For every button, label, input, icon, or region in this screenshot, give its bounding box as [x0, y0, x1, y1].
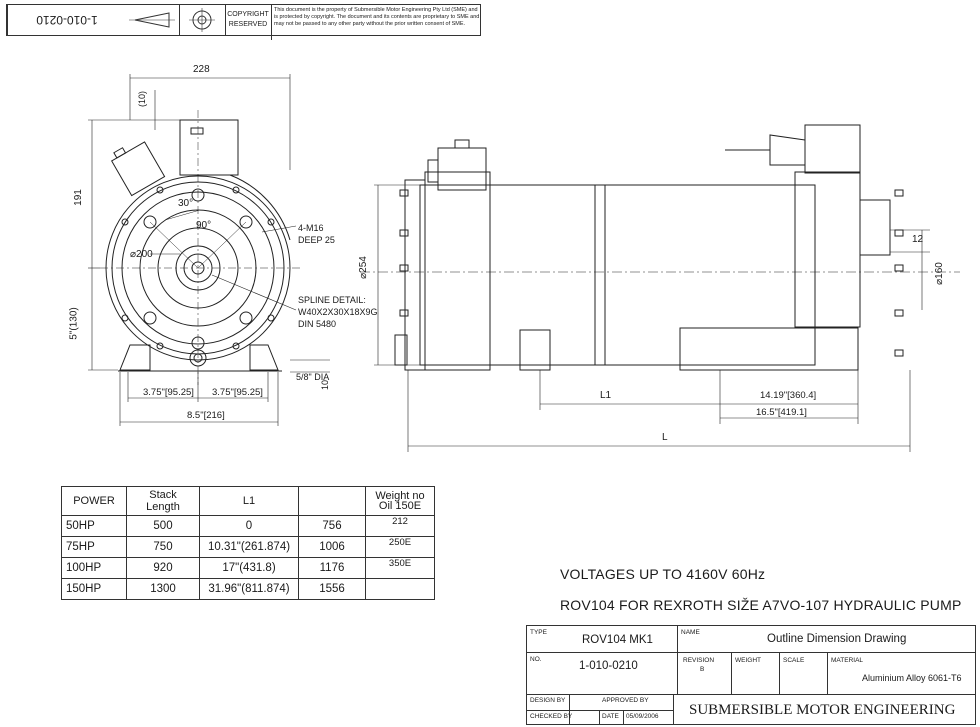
dim-base-width: 8.5"[216]	[187, 410, 225, 421]
cell: 1176	[298, 557, 366, 579]
table-header-row: POWER Stack Length L1 Weight no Oil 150E	[61, 486, 435, 516]
col-power: POWER	[61, 486, 127, 516]
spline-line-3: DIN 5480	[298, 319, 337, 329]
dim-90-deg: 90°	[196, 220, 212, 231]
cell: 150HP	[61, 578, 127, 600]
power-table: POWER Stack Length L1 Weight no Oil 150E…	[61, 486, 435, 600]
name-value: Outline Dimension Drawing	[767, 633, 907, 645]
design-by-label: DESIGN BY	[530, 697, 566, 704]
dim-30-deg: 30°	[178, 198, 194, 209]
title-block: TYPE ROV104 MK1 NAME Outline Dimension D…	[526, 625, 976, 725]
table-row: 50HP 500 0 756 212	[61, 515, 435, 537]
projection-circle-icon	[179, 5, 226, 35]
date-value: 05/09/2006	[626, 713, 659, 720]
no-value: 1-010-0210	[579, 660, 638, 672]
checked-by-label: CHECKED BY	[530, 713, 573, 720]
dim-half-right: 3.75"[95.25]	[212, 387, 263, 398]
copyright-notice: This document is the property of Submers…	[274, 7, 480, 27]
type-label: TYPE	[530, 629, 547, 636]
dim-12: 12	[912, 234, 924, 245]
cell: 350E	[365, 557, 435, 579]
name-label: NAME	[681, 629, 700, 636]
dim-419: 16.5"[419.1]	[756, 407, 807, 418]
table-row: 100HP 920 17"(431.8) 1176 350E	[61, 557, 435, 579]
cell: 50HP	[61, 515, 127, 537]
col-stack-length: Stack Length	[126, 486, 200, 516]
cell: 1006	[298, 536, 366, 558]
table-row: 75HP 750 10.31"(261.874) 1006 250E	[61, 536, 435, 558]
table-row: 150HP 1300 31.96"(811.874) 1556	[61, 578, 435, 600]
bolt-spec: 4-M16 DEEP 25	[298, 222, 335, 246]
type-value: ROV104 MK1	[582, 634, 653, 646]
dim-dia-160: ⌀160	[933, 262, 945, 285]
dim-360: 14.19"[360.4]	[760, 390, 817, 401]
dim-dia-254: ⌀254	[357, 256, 369, 279]
cell	[365, 578, 435, 600]
header-strip: 1-010-0210 COPYRIGHT RESERVED This docum…	[6, 4, 481, 40]
cell: 17"(431.8)	[199, 557, 299, 579]
scale-label: SCALE	[783, 657, 805, 664]
spline-line-1: SPLINE DETAIL:	[298, 295, 366, 305]
cell: 920	[126, 557, 200, 579]
col-weight: Weight no Oil 150E	[365, 486, 435, 516]
cell: 500	[126, 515, 200, 537]
pin-dia: 5/8" DIA	[296, 372, 330, 382]
cell: 100HP	[61, 557, 127, 579]
date-label: DATE	[602, 713, 619, 720]
dim-l: L	[662, 432, 668, 443]
revision-label: REVISION	[683, 657, 715, 664]
cell: 212	[365, 515, 435, 537]
dim-dia-200: ⌀200	[130, 249, 153, 260]
cell: 250E	[365, 536, 435, 558]
projection-cone-icon	[125, 5, 180, 35]
col-l1: L1	[199, 486, 299, 516]
material-label: MATERIAL	[831, 657, 864, 664]
cell: 1556	[298, 578, 366, 600]
cell: 0	[199, 515, 299, 537]
cell: 75HP	[61, 536, 127, 558]
pump-note: ROV104 FOR REXROTH SIŽE A7VO-107 HYDRAUL…	[560, 597, 962, 613]
cell: 1300	[126, 578, 200, 600]
cell: 31.96"(811.874)	[199, 578, 299, 600]
revision-value: B	[700, 666, 705, 673]
company-name: SUBMERSIBLE MOTOR ENGINEERING	[689, 702, 956, 718]
weight-label: WEIGHT	[735, 657, 761, 664]
dim-228: 228	[193, 64, 210, 75]
copyright-line-2: RESERVED	[228, 21, 268, 28]
cell: 10.31"(261.874)	[199, 536, 299, 558]
cell: 756	[298, 515, 366, 537]
bolt-spec-line-2: DEEP 25	[298, 235, 335, 245]
copyright-line-1: COPYRIGHT	[227, 11, 269, 18]
material-value: Aluminium Alloy 6061-T6	[862, 673, 962, 683]
approved-by-label: APPROVED BY	[602, 697, 649, 704]
col-l	[298, 486, 366, 516]
dim-l1: L1	[600, 390, 612, 401]
voltage-note: VOLTAGES UP TO 4160V 60Hz	[560, 566, 766, 582]
cell: 750	[126, 536, 200, 558]
copyright-label: COPYRIGHT RESERVED	[225, 5, 272, 40]
spline-line-2: W40X2X30X18X9G	[298, 307, 378, 317]
spline-detail: SPLINE DETAIL: W40X2X30X18X9G DIN 5480	[298, 294, 378, 330]
no-label: NO.	[530, 656, 542, 663]
dim-half-left: 3.75"[95.25]	[143, 387, 194, 398]
bolt-spec-line-1: 4-M16	[298, 223, 324, 233]
